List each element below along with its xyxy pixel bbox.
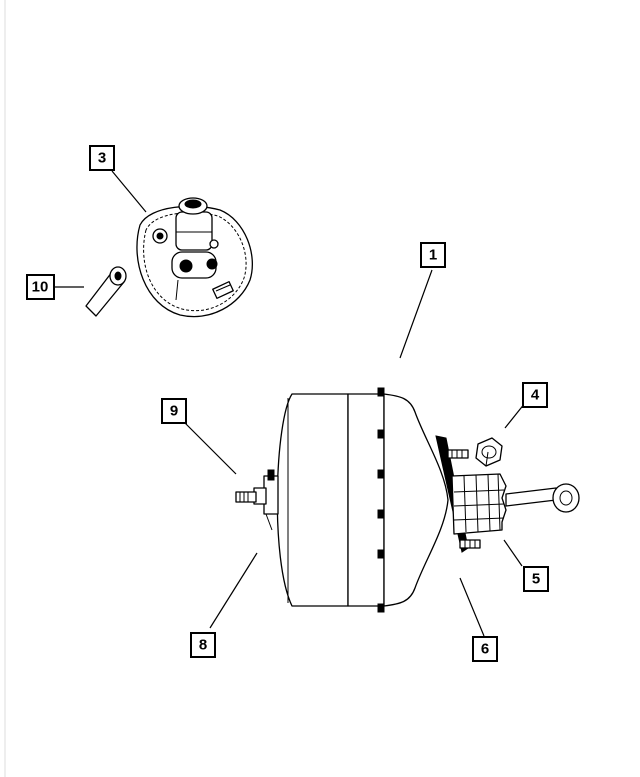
vacuum-hose xyxy=(85,266,127,317)
callout-label-6: 6 xyxy=(481,641,489,658)
callout-9: 9 xyxy=(161,398,187,424)
callout-label-1: 1 xyxy=(429,247,437,264)
callout-label-9: 9 xyxy=(170,403,178,420)
callout-4: 4 xyxy=(522,382,548,408)
callout-3: 3 xyxy=(89,145,115,171)
callout-1: 1 xyxy=(420,242,446,268)
brake-booster xyxy=(276,387,481,613)
hex-nut xyxy=(475,437,503,467)
master-cylinder-assembly xyxy=(136,197,254,318)
callout-label-8: 8 xyxy=(199,637,207,654)
callout-label-3: 3 xyxy=(98,150,106,167)
callout-10: 10 xyxy=(26,274,55,300)
leader-lines xyxy=(53,170,526,637)
callout-8: 8 xyxy=(190,632,216,658)
callout-label-5: 5 xyxy=(532,571,540,588)
callout-label-4: 4 xyxy=(531,387,540,404)
boot-and-push-rod xyxy=(451,473,580,535)
callout-6: 6 xyxy=(472,636,498,662)
callout-label-10: 10 xyxy=(32,279,49,296)
rear-fitting xyxy=(235,469,279,531)
callout-5: 5 xyxy=(523,566,549,592)
